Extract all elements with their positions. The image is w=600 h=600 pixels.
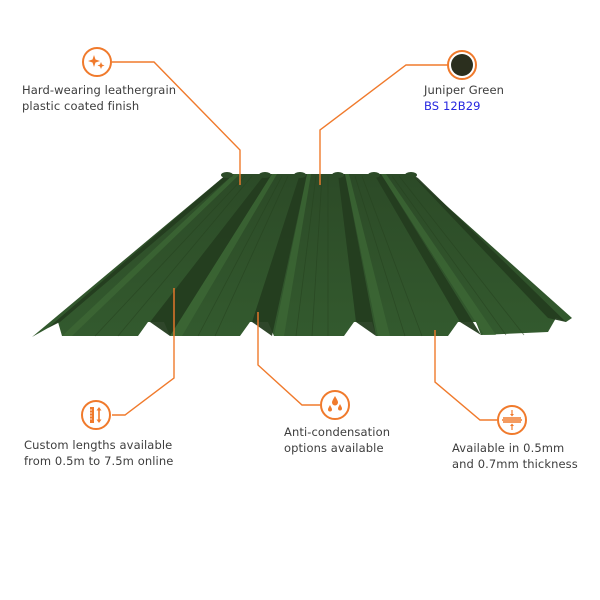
lengths-line-1: Custom lengths available [24, 438, 173, 452]
colour-label: Juniper Green BS 12B29 [424, 82, 504, 114]
condensation-label: Anti-condensation options available [284, 424, 390, 456]
colour-code: BS 12B29 [424, 99, 481, 113]
lengths-line-2: from 0.5m to 7.5m online [24, 454, 174, 468]
thickness-label: Available in 0.5mm and 0.7mm thickness [452, 440, 578, 472]
colour-name: Juniper Green [424, 83, 505, 97]
finish-line-2: plastic coated finish [22, 99, 140, 113]
thickness-compress-icon [497, 405, 527, 435]
thickness-line-2: and 0.7mm thickness [452, 457, 578, 471]
sparkle-icon [82, 47, 112, 77]
finish-line-1: Hard-wearing leathergrain [22, 83, 177, 97]
thickness-line-1: Available in 0.5mm [452, 441, 565, 455]
color-swatch-icon [447, 50, 477, 80]
condensation-line-1: Anti-condensation [284, 425, 391, 439]
water-drops-icon [320, 390, 350, 420]
lengths-label: Custom lengths available from 0.5m to 7.… [24, 437, 173, 469]
finish-label: Hard-wearing leathergrain plastic coated… [22, 82, 176, 114]
length-arrows-icon [81, 400, 111, 430]
sheet-body [32, 174, 572, 337]
leader-lines [112, 61, 497, 421]
condensation-line-2: options available [284, 441, 384, 455]
